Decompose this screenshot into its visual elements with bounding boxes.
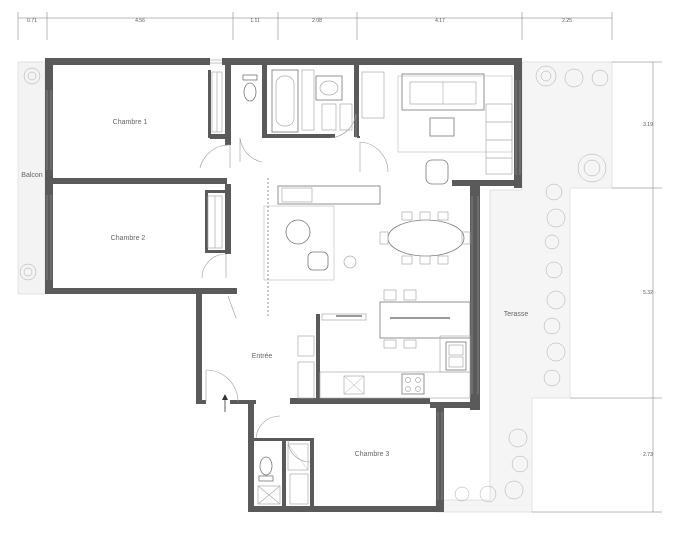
living-rug [397, 75, 513, 153]
kitchen-sink-icon [445, 341, 467, 371]
closet-ch3 [257, 473, 309, 505]
armchair-icon [425, 159, 449, 185]
toilet-icon [242, 74, 258, 102]
sofa-icon [401, 73, 485, 111]
shower-icon [287, 443, 309, 471]
dimension-top-4: 2.08 [312, 18, 322, 24]
dining-table-icon [379, 211, 471, 265]
room-label-entree: Entrée [252, 353, 273, 360]
dimension-right-2: 5.32 [643, 290, 653, 296]
lounge-area [263, 185, 381, 281]
balcony-area [17, 61, 46, 295]
fridge-icon [297, 313, 367, 399]
sink-icon [315, 75, 343, 101]
dimension-top-5: 4.17 [435, 18, 445, 24]
bathtub-icon [271, 69, 299, 133]
closets [207, 71, 385, 249]
room-label-chambre-3: Chambre 3 [355, 451, 390, 458]
doors [199, 113, 389, 463]
dimension-right-1: 3.19 [643, 122, 653, 128]
walls [45, 58, 522, 512]
room-label-balcon: Balcon [21, 172, 43, 179]
kitchen-counter-icon [319, 335, 471, 399]
room-label-terrasse: Terasse [504, 311, 529, 318]
dimension-top-2: 4.56 [135, 18, 145, 24]
room-label-chambre-2: Chambre 2 [111, 235, 146, 242]
top-dimension-chain: 0.71 4.56 1.11 2.08 4.17 2.25 [17, 12, 613, 40]
windows [46, 59, 521, 500]
stairs-icon [485, 103, 513, 175]
plants [19, 65, 609, 503]
right-dimension-chain: 3.19 5.32 2.73 [532, 61, 662, 513]
entrance-arrow-icon [222, 394, 228, 412]
stove-icon [401, 373, 425, 395]
kitchen-island-icon [379, 289, 471, 349]
dimension-top-1: 0.71 [27, 18, 37, 24]
dimension-top-6: 2.25 [562, 18, 572, 24]
dimension-top-3: 1.11 [250, 18, 260, 24]
toilet-icon-ch3 [258, 456, 274, 482]
washer-icon [301, 69, 353, 131]
dimension-right-3: 2.73 [643, 452, 653, 458]
room-label-chambre-1: Chambre 1 [113, 119, 148, 126]
